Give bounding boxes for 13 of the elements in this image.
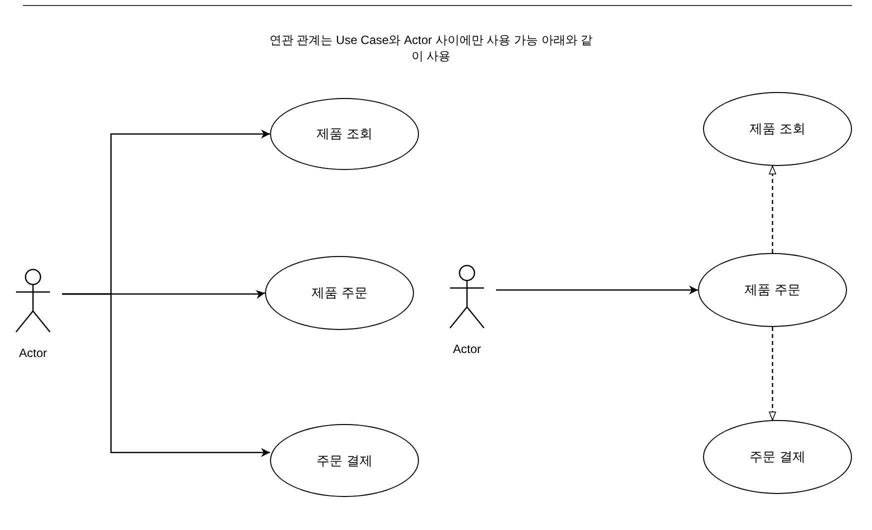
use-case-ellipse: 제품 조회 [703, 92, 852, 166]
use-case-ellipse: 주문 결제 [703, 420, 852, 494]
use-case-ellipse: 주문 결제 [270, 424, 419, 497]
dashed-arrow [768, 327, 776, 420]
arrow [496, 286, 698, 294]
actor-label: Actor [452, 342, 481, 356]
arrow [62, 293, 270, 457]
actor-label: Actor [18, 346, 47, 360]
use-case-ellipse: 제품 주문 [698, 253, 847, 327]
dashed-arrow [768, 166, 776, 253]
use-case-ellipse: 제품 조회 [270, 98, 419, 170]
note-text: 연관 관계는 Use Case와 Actor 사이에만 사용 가능 아래와 같이 사용 [268, 32, 594, 64]
use-case-ellipse: 제품 주문 [265, 256, 414, 330]
